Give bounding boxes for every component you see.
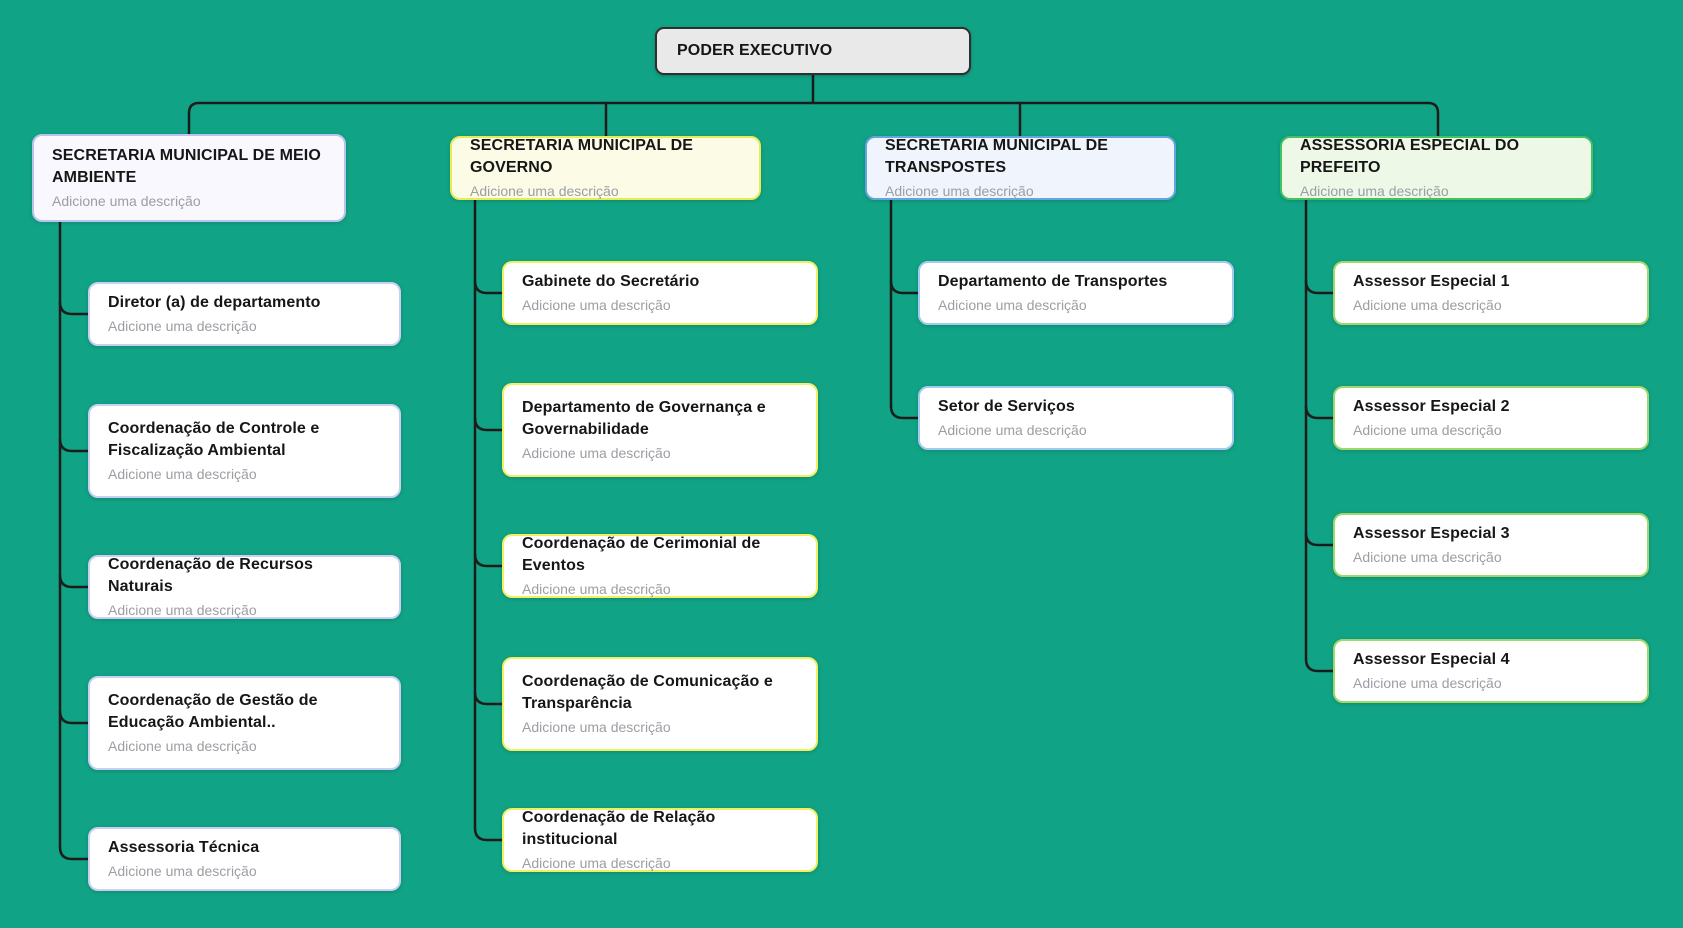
node-description-placeholder[interactable]: Adicione uma descrição <box>108 466 257 483</box>
node-description-placeholder[interactable]: Adicione uma descrição <box>885 183 1034 200</box>
root-node[interactable]: PODER EXECUTIVO <box>655 27 971 75</box>
branch-header-node[interactable]: SECRETARIA MUNICIPAL DE GOVERNO Adicione … <box>450 136 761 200</box>
node-description-placeholder[interactable]: Adicione uma descrição <box>108 863 257 880</box>
node-description-placeholder[interactable]: Adicione uma descrição <box>522 297 671 314</box>
org-node[interactable]: Coordenação de Controle e Fiscalização A… <box>88 404 401 498</box>
org-node[interactable]: Assessor Especial 1 Adicione uma descriçã… <box>1333 261 1649 325</box>
org-node[interactable]: Coordenação de Comunicação e Transparênc… <box>502 657 818 751</box>
node-title: Coordenação de Controle e Fiscalização A… <box>108 419 320 460</box>
branch-header-node[interactable]: SECRETARIA MUNICIPAL DE MEIO AMBIENTE Adi… <box>32 134 346 222</box>
node-title: Assessor Especial 3 <box>1353 525 1510 543</box>
node-title: Departamento de Transportes <box>938 273 1168 291</box>
node-title: Coordenação de Cerimonial de Eventos <box>522 534 761 575</box>
node-description-placeholder[interactable]: Adicione uma descrição <box>108 602 257 619</box>
node-description-placeholder[interactable]: Adicione uma descrição <box>108 738 257 755</box>
node-description-placeholder[interactable]: Adicione uma descrição <box>52 193 201 210</box>
node-title: Coordenação de Comunicação e Transparênc… <box>522 672 773 713</box>
node-title: Assessoria Técnica <box>108 839 260 857</box>
node-title: Coordenação de Gestão de Educação Ambien… <box>108 691 318 732</box>
org-node[interactable]: Assessor Especial 2 Adicione uma descriçã… <box>1333 386 1649 450</box>
node-title: Gabinete do Secretário <box>522 273 700 291</box>
node-description-placeholder[interactable]: Adicione uma descrição <box>470 183 619 200</box>
node-title: Coordenação de Relação institucional <box>522 808 716 849</box>
org-node[interactable]: Coordenação de Gestão de Educação Ambien… <box>88 676 401 770</box>
node-title: SECRETARIA MUNICIPAL DE TRANSPOSTES <box>885 136 1109 177</box>
node-title: SECRETARIA MUNICIPAL DE GOVERNO <box>470 136 694 177</box>
node-title: Setor de Serviços <box>938 398 1075 416</box>
node-description-placeholder[interactable]: Adicione uma descrição <box>938 422 1087 439</box>
node-title: SECRETARIA MUNICIPAL DE MEIO AMBIENTE <box>52 146 321 187</box>
node-description-placeholder[interactable]: Adicione uma descrição <box>938 297 1087 314</box>
node-title: PODER EXECUTIVO <box>677 41 833 59</box>
node-description-placeholder[interactable]: Adicione uma descrição <box>522 855 671 872</box>
node-description-placeholder[interactable]: Adicione uma descrição <box>1353 297 1502 314</box>
node-title: Departamento de Governança e Governabili… <box>522 398 766 439</box>
org-node[interactable]: Assessor Especial 4 Adicione uma descriçã… <box>1333 639 1649 703</box>
node-description-placeholder[interactable]: Adicione uma descrição <box>1353 675 1502 692</box>
node-title: ASSESSORIA ESPECIAL DO PREFEITO <box>1300 136 1520 177</box>
node-description-placeholder[interactable]: Adicione uma descrição <box>1300 183 1449 200</box>
node-description-placeholder[interactable]: Adicione uma descrição <box>522 719 671 736</box>
node-title: Diretor (a) de departamento <box>108 294 321 312</box>
node-description-placeholder[interactable]: Adicione uma descrição <box>1353 422 1502 439</box>
node-title: Assessor Especial 2 <box>1353 398 1510 416</box>
node-description-placeholder[interactable]: Adicione uma descrição <box>522 445 671 462</box>
org-node[interactable]: Departamento de Governança e Governabili… <box>502 383 818 477</box>
org-node[interactable]: Assessor Especial 3 Adicione uma descriçã… <box>1333 513 1649 577</box>
node-title: Assessor Especial 1 <box>1353 273 1510 291</box>
node-description-placeholder[interactable]: Adicione uma descrição <box>1353 549 1502 566</box>
branch-header-node[interactable]: ASSESSORIA ESPECIAL DO PREFEITO Adicione … <box>1280 136 1593 200</box>
node-title: Assessor Especial 4 <box>1353 651 1510 669</box>
node-description-placeholder[interactable]: Adicione uma descrição <box>522 581 671 598</box>
node-description-placeholder[interactable]: Adicione uma descrição <box>108 318 257 335</box>
node-title: Coordenação de Recursos Naturais <box>108 555 314 596</box>
branch-header-node[interactable]: SECRETARIA MUNICIPAL DE TRANSPOSTES Adici… <box>865 136 1176 200</box>
